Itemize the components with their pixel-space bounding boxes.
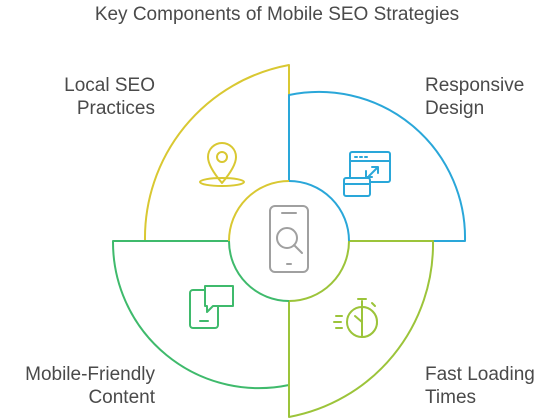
content-tablet-icon [189, 285, 234, 329]
label-fast-line1: Fast Loading [425, 364, 535, 385]
stopwatch-icon [333, 298, 378, 338]
label-local-seo-line2: Practices [76, 98, 155, 119]
label-fast-loading-times: Fast Loading Times [425, 363, 535, 409]
label-responsive-line2: Design [425, 98, 485, 119]
label-mobile-line1: Mobile-Friendly [25, 364, 155, 385]
label-local-seo-line1: Local SEO [64, 75, 155, 96]
label-fast-line2: Times [425, 387, 477, 408]
label-mobile-line2: Content [88, 387, 155, 408]
map-pin-icon [199, 142, 245, 187]
diagram-title: Key Components of Mobile SEO Strategies [94, 4, 460, 25]
label-mobile-friendly-content: Mobile-Friendly Content [25, 363, 155, 409]
label-responsive-line1: Responsive [425, 75, 525, 96]
label-local-seo-practices: Local SEO Practices [64, 74, 155, 120]
phone-search-icon [269, 205, 309, 273]
responsive-windows-icon [343, 151, 391, 197]
label-responsive-design: Responsive Design [425, 74, 524, 120]
